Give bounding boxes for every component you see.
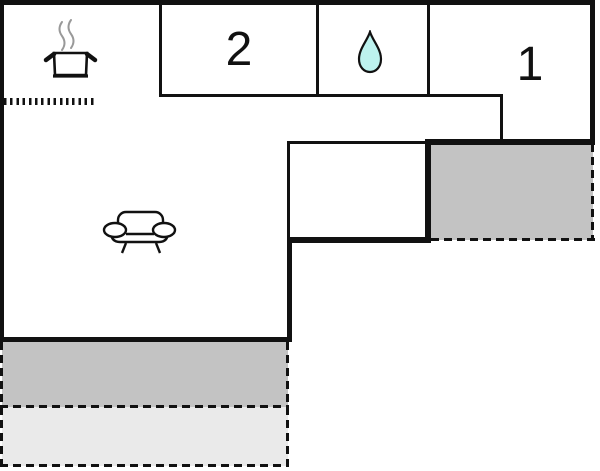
steam-lines <box>58 19 75 51</box>
terrace-bottom-dashed-edge-right <box>286 342 289 467</box>
wall-entrance-bottom <box>287 237 431 243</box>
terrace-right-dashed-edge-right <box>591 144 594 241</box>
wall-entrance-top <box>287 141 427 144</box>
wall-rooms-bottom <box>159 94 503 97</box>
water-drop-shape <box>357 30 383 74</box>
sofa-armrest-right <box>151 221 177 239</box>
wall-living-right <box>287 237 292 342</box>
wall-bedroom1-bottom <box>426 139 595 145</box>
terrace-bottom-dashed-edge-bottom <box>0 464 289 467</box>
terrace-bottom-dashed-edge-left <box>0 342 3 467</box>
wall-hallway-right <box>500 94 503 141</box>
wall-bedroom2-left <box>159 5 162 97</box>
terrace-right <box>430 144 593 240</box>
room-bedroom-2: 2 <box>162 5 316 95</box>
wall-bathroom-bedroom1-divider <box>427 5 430 97</box>
wall-entrance-right <box>425 139 431 243</box>
pot-handle-left <box>43 51 57 63</box>
terrace-bottom-light <box>2 407 288 466</box>
wall-bedroom2-bathroom-divider <box>316 5 319 97</box>
sofa-armrest-left <box>102 221 128 239</box>
wall-exterior-left <box>0 0 4 342</box>
sofa-leg-right <box>154 242 162 254</box>
bedroom-1-label: 1 <box>516 38 544 91</box>
room-bathroom <box>319 5 427 95</box>
wall-entrance-left <box>287 141 290 239</box>
wall-living-bottom <box>0 337 292 342</box>
pot-body <box>52 51 89 77</box>
terrace-bottom-dashed-divider <box>0 405 289 408</box>
room-bedroom-1: 1 <box>468 28 592 102</box>
room-entrance <box>290 144 425 237</box>
sofa-icon <box>102 210 177 254</box>
wall-exterior-right <box>590 0 595 144</box>
cooking-pot-icon <box>43 19 98 78</box>
dotted-hob-line <box>4 98 97 105</box>
bedroom-2-label: 2 <box>225 23 253 76</box>
terrace-right-dashed-edge-bottom <box>431 238 595 241</box>
terrace-bottom-dark <box>2 342 288 407</box>
wall-exterior-top <box>0 0 595 5</box>
pot-handle-right <box>84 51 98 63</box>
sofa-leg-left <box>120 242 128 254</box>
water-drop-icon <box>357 30 383 74</box>
